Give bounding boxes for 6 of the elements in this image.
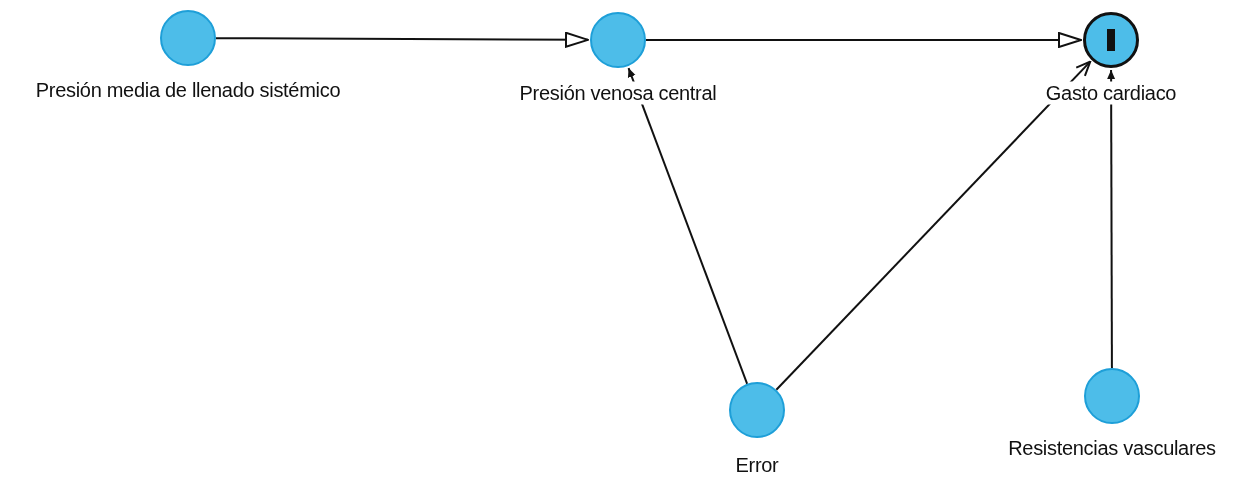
arrow: [215, 31, 589, 48]
arrow: [645, 32, 1082, 48]
arrow: [775, 60, 1092, 391]
node-label: Gasto cardiaco: [1043, 81, 1179, 105]
arrow: [1107, 69, 1116, 369]
arrow: [627, 67, 749, 385]
